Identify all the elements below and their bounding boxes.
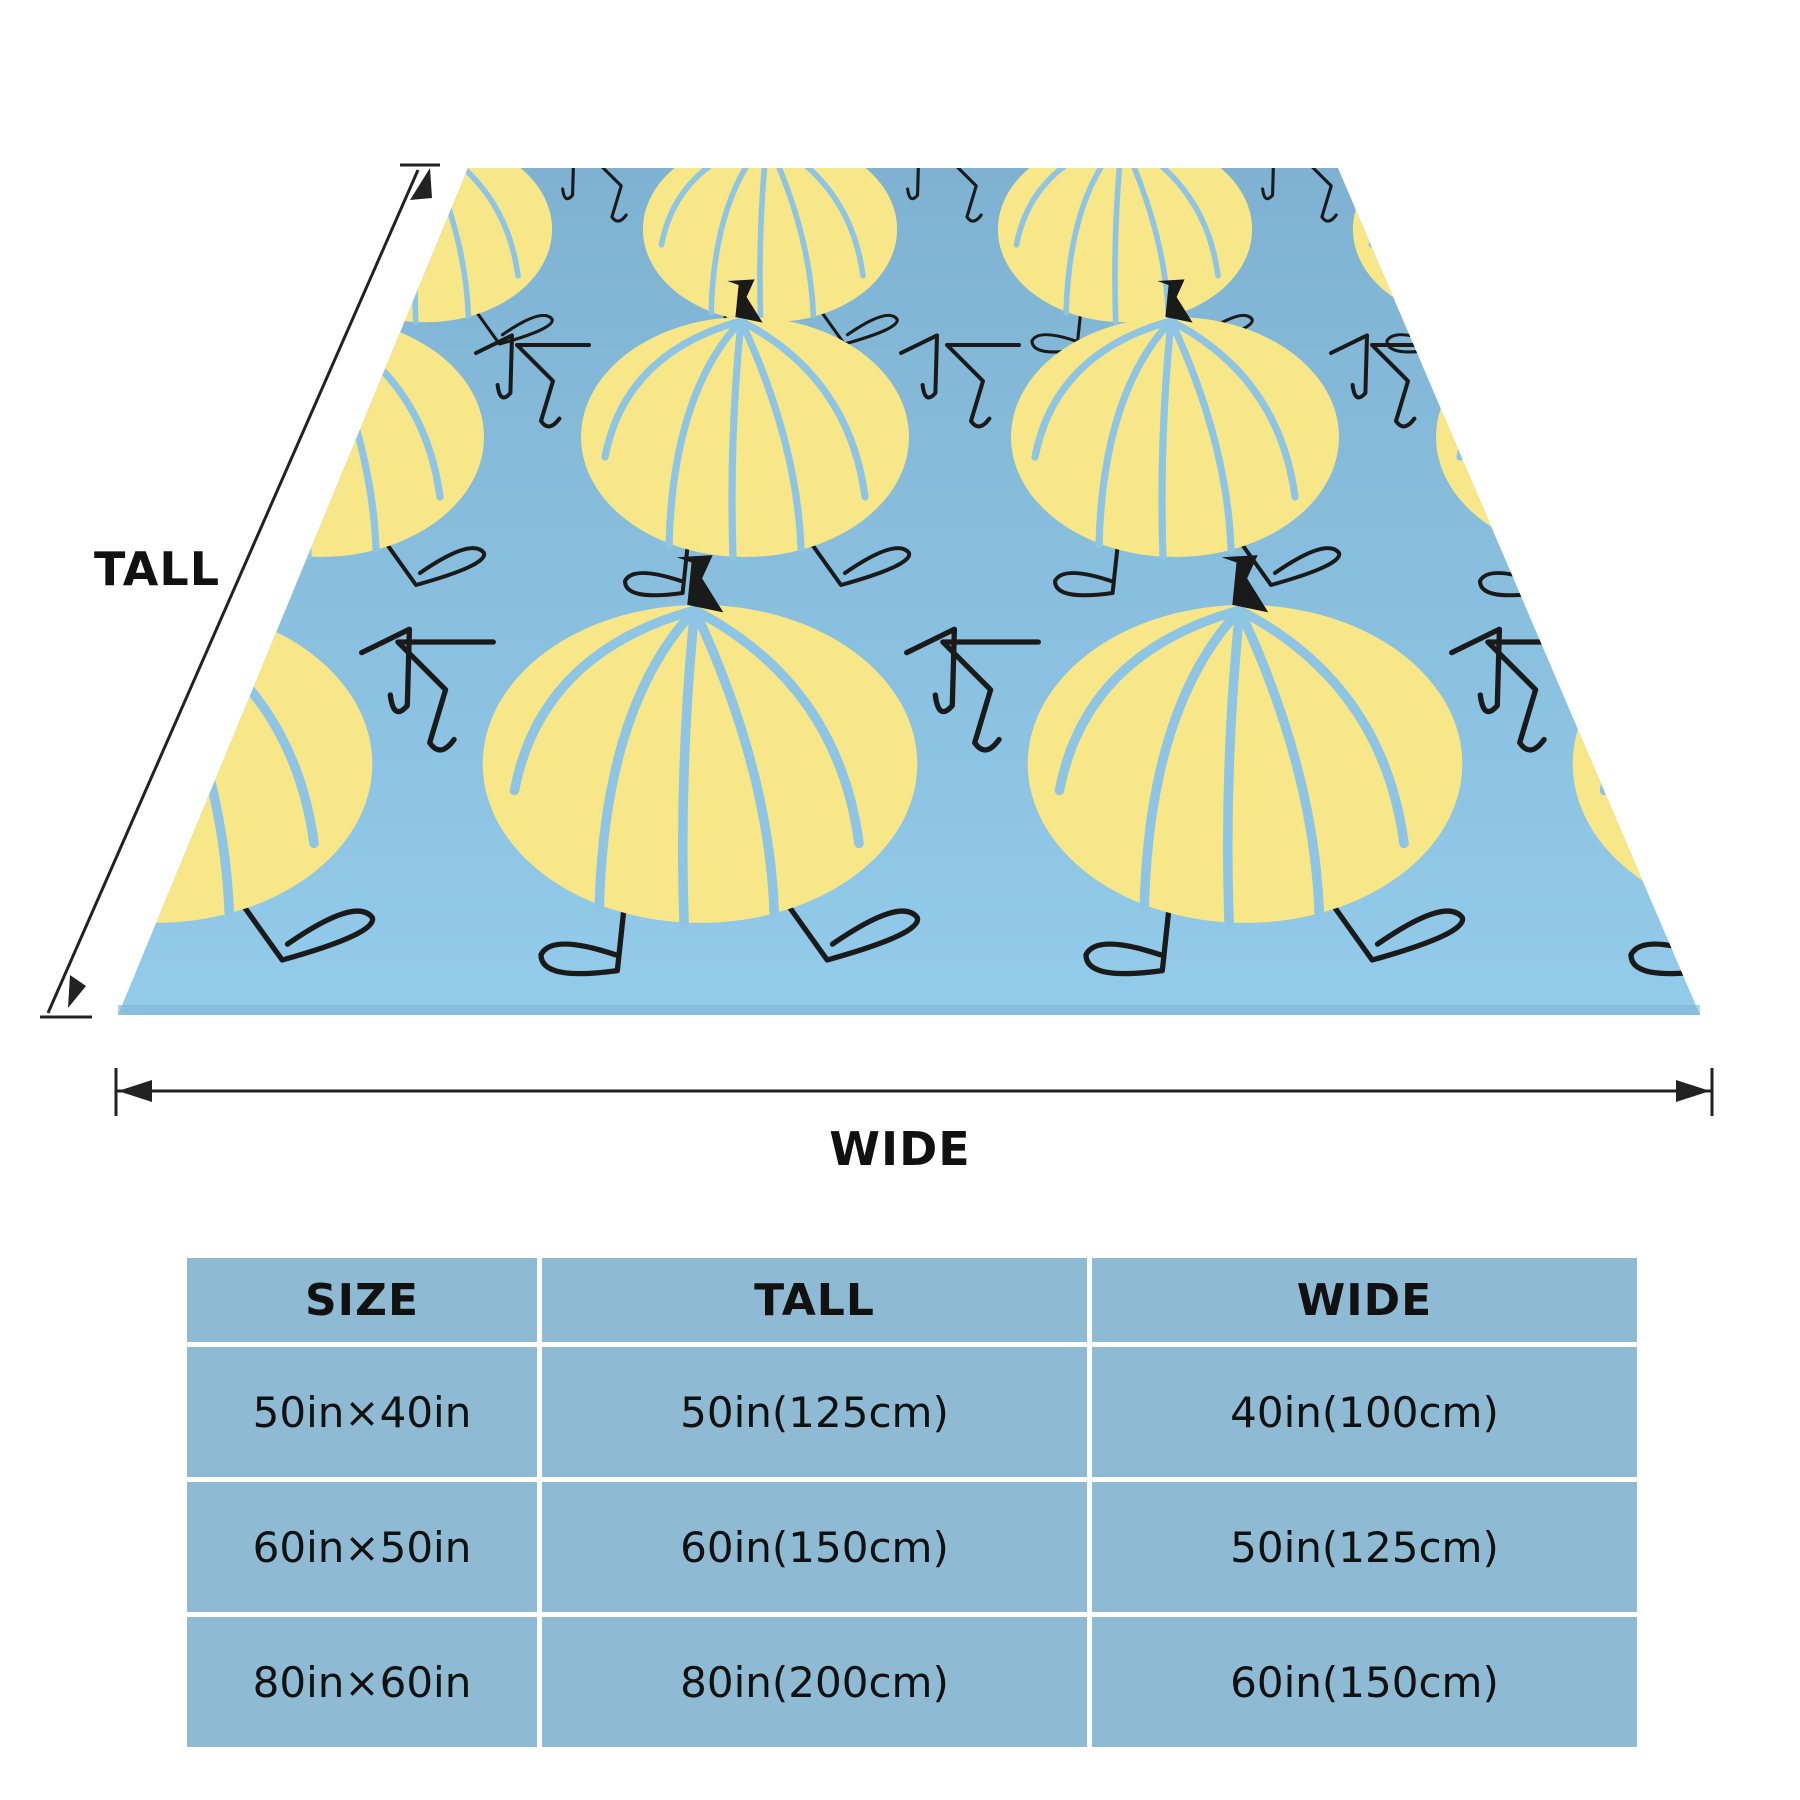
cell-size: 60in×50in (187, 1482, 537, 1612)
wide-label: WIDE (829, 1122, 971, 1176)
size-chart-table: SIZE TALL WIDE 50in×40in 50in(125cm) 40i… (182, 1253, 1642, 1752)
cell-tall: 60in(150cm) (542, 1482, 1087, 1612)
cell-tall: 50in(125cm) (542, 1347, 1087, 1477)
table-row: 50in×40in 50in(125cm) 40in(100cm) (187, 1347, 1637, 1477)
cell-size: 80in×60in (187, 1617, 537, 1747)
header-size: SIZE (187, 1258, 537, 1342)
table-header-row: SIZE TALL WIDE (187, 1258, 1637, 1342)
cell-wide: 40in(100cm) (1092, 1347, 1637, 1477)
cell-wide: 60in(150cm) (1092, 1617, 1637, 1747)
tall-dimension-arrow (40, 163, 440, 1019)
cell-tall: 80in(200cm) (542, 1617, 1087, 1747)
cell-wide: 50in(125cm) (1092, 1482, 1637, 1612)
header-wide: WIDE (1092, 1258, 1637, 1342)
header-tall: TALL (542, 1258, 1087, 1342)
cell-size: 50in×40in (187, 1347, 537, 1477)
table-row: 80in×60in 80in(200cm) 60in(150cm) (187, 1617, 1637, 1747)
blanket-illustration (40, 163, 1714, 1116)
wide-dimension-arrow (114, 1068, 1714, 1116)
table-row: 60in×50in 60in(150cm) 50in(125cm) (187, 1482, 1637, 1612)
tall-label: TALL (94, 542, 221, 596)
blanket-shape (118, 168, 1700, 1015)
